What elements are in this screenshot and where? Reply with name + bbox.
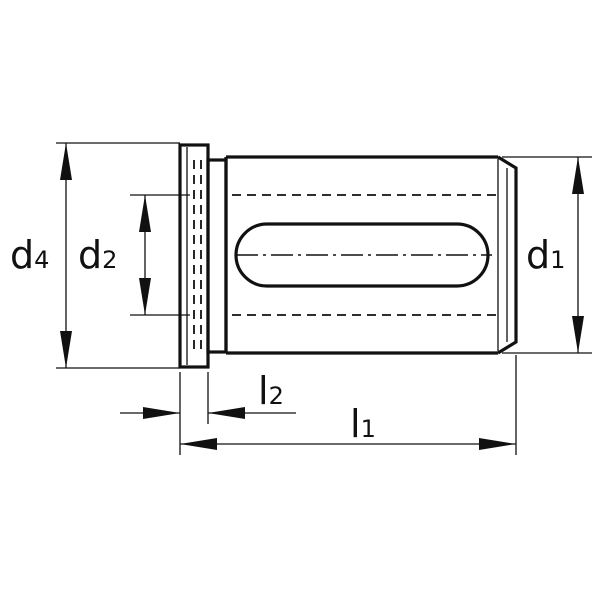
neck-outline [206, 158, 228, 354]
dimension-l1: l1 [179, 355, 517, 455]
l1-arrow-left [180, 438, 217, 450]
d1-arrow-bottom [572, 316, 584, 353]
d4-arrow-bottom [60, 331, 72, 368]
l2-arrow-right [208, 407, 245, 419]
d1-arrow-top [572, 157, 584, 194]
d4-arrow-top [60, 143, 72, 180]
d1-label-sub: 1 [550, 246, 565, 274]
dimension-d4: d4 [10, 142, 180, 369]
l2-label: l2 [258, 369, 284, 413]
d2-arrow-bottom [139, 278, 151, 315]
l1-label-sub: 1 [361, 415, 376, 443]
l1-arrow-right [479, 438, 516, 450]
d2-arrow-top [139, 195, 151, 232]
d2-label: d2 [78, 233, 117, 277]
l2-label-main: l [258, 369, 269, 413]
l1-label: l1 [350, 402, 376, 446]
d2-label-main: d [78, 233, 102, 277]
d1-label-main: d [526, 233, 550, 277]
body-chamfer-end [497, 155, 518, 355]
l1-label-main: l [350, 402, 361, 446]
dimension-d1: d1 [502, 156, 592, 354]
dimension-d2: d2 [78, 194, 190, 316]
d4-label-main: d [10, 233, 34, 277]
dimension-l2: l2 [120, 369, 296, 424]
d4-label-sub: 4 [34, 246, 49, 274]
bushing-part [178, 143, 518, 369]
l2-arrow-left [143, 407, 180, 419]
d4-label: d4 [10, 233, 49, 277]
d1-label: d1 [526, 233, 565, 277]
l2-label-sub: 2 [269, 382, 284, 410]
d2-label-sub: 2 [102, 246, 117, 274]
